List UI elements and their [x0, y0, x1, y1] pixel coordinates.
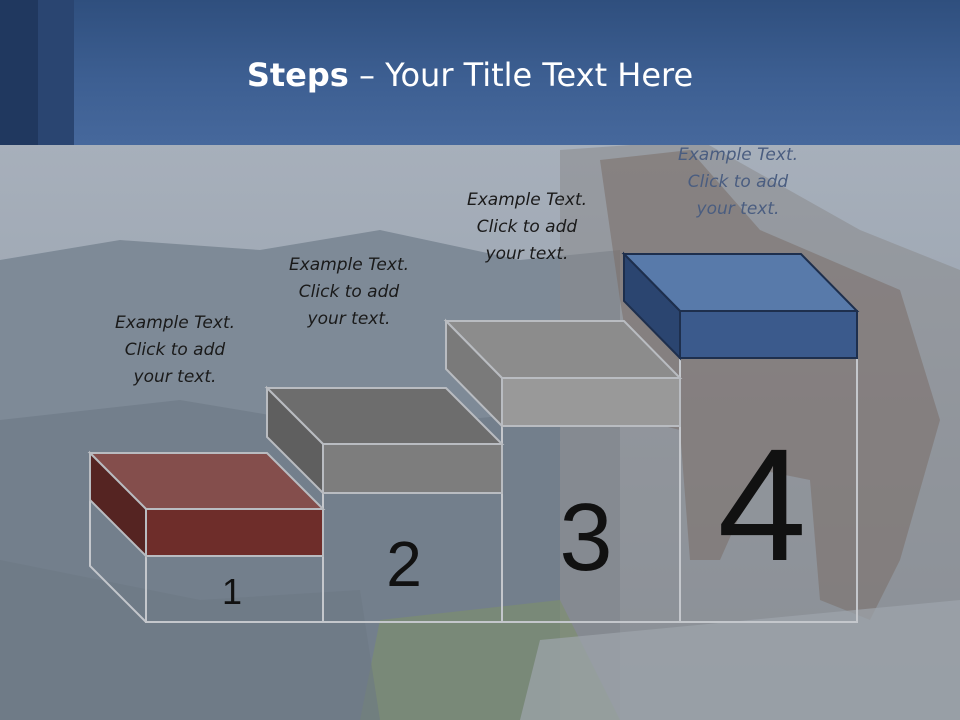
slide-title[interactable]: Steps – Your Title Text Here [0, 56, 940, 94]
step-3-caption[interactable]: Example Text. Click to add your text. [437, 187, 617, 268]
caption-line: Click to add [298, 282, 400, 302]
step-3-number: 3 [559, 484, 612, 591]
step-1-number: 1 [222, 571, 242, 612]
step-1-block [87, 450, 326, 559]
title-bold: Steps [246, 56, 349, 94]
caption-line: your text. [133, 367, 217, 387]
step-4-number: 4 [718, 415, 807, 594]
step-4-block [621, 251, 860, 361]
caption-line: your text. [307, 309, 391, 329]
caption-line: Click to add [476, 217, 578, 237]
caption-line: Example Text. [288, 255, 410, 275]
caption-line: Example Text. [114, 313, 236, 333]
title-rest: – Your Title Text Here [348, 56, 694, 94]
step-3-block [443, 318, 683, 429]
step-2-caption[interactable]: Example Text. Click to add your text. [259, 252, 439, 333]
step-4-column [679, 358, 858, 623]
caption-line: Example Text. [466, 190, 588, 210]
caption-line: your text. [485, 244, 569, 264]
step-1-caption[interactable]: Example Text. Click to add your text. [85, 310, 265, 391]
caption-line: Click to add [124, 340, 226, 360]
header-accent-strip [0, 0, 38, 145]
header-accent-strip-2 [38, 0, 74, 145]
caption-line: your text. [696, 199, 780, 219]
caption-line: Example Text. [677, 145, 799, 165]
caption-line: Click to add [687, 172, 789, 192]
step-1-side [89, 500, 147, 623]
step-2-block [264, 385, 505, 496]
step-2-number: 2 [386, 528, 422, 600]
slide-header [0, 0, 960, 145]
step-4-caption[interactable]: Example Text. Click to add your text. [648, 142, 828, 223]
